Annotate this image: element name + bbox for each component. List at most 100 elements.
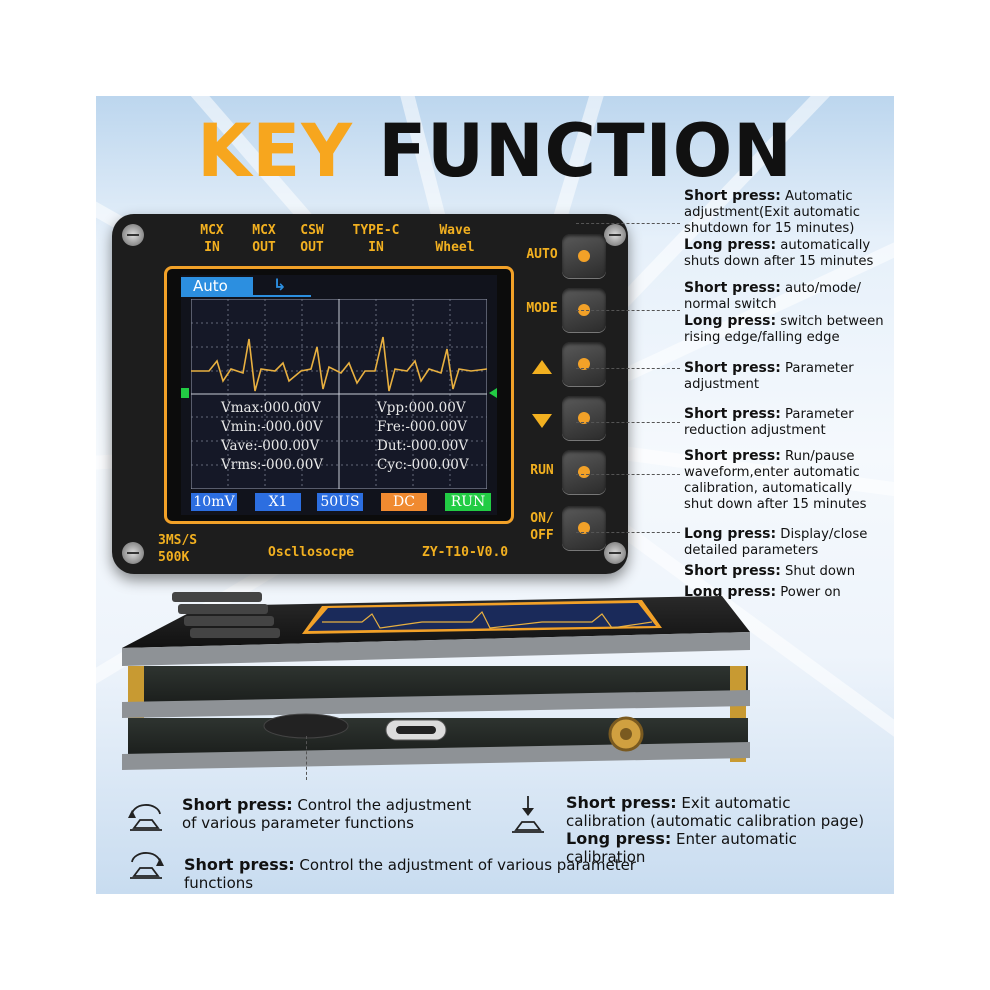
leader-line: [576, 223, 680, 224]
press-desc: Short press: Exit automatic calibration …: [566, 793, 866, 867]
trigger-right-marker: [489, 388, 497, 398]
run-button[interactable]: [562, 450, 606, 494]
measurements-left: Vmax:000.00V Vmin:-000.00V Vave:-000.00V…: [221, 399, 323, 475]
press-down-icon: [512, 796, 544, 833]
desc-run: Short press: Run/pause waveform,enter au…: [684, 448, 884, 513]
meas-cyc: Cyc:-000.00V: [377, 457, 469, 473]
up-arrow-icon: [532, 360, 552, 374]
up-button[interactable]: [562, 342, 606, 386]
meas-vmax: Vmax:000.00V: [221, 400, 321, 416]
desc-text: Automatic adjustment(Exit automatic shut…: [684, 189, 861, 236]
auto-button[interactable]: [562, 234, 606, 278]
auto-label: AUTO: [526, 247, 558, 262]
wheel-left-desc: Short press: Control the adjustment of v…: [182, 795, 482, 833]
meas-dut: Dut:-000.00V: [377, 438, 469, 454]
tab-underline: [181, 295, 311, 297]
lcd-screen: Auto ↳: [164, 266, 514, 524]
desc-line: Short press: Automatic adjustment(Exit a…: [684, 188, 884, 237]
waveform-trace: [191, 336, 487, 392]
desc-key: Short press:: [684, 360, 781, 376]
desc-text: Display/close detailed parameters: [684, 527, 868, 558]
desc-key: Short press:: [184, 855, 295, 874]
desc-line: Long press: Display/close detailed param…: [684, 526, 884, 559]
oscilloscope-side-view: [122, 592, 750, 770]
desc-text: Parameter reduction adjustment: [684, 407, 854, 438]
waveform-grid: [191, 299, 487, 489]
meas-vmin: Vmin:-000.00V: [221, 419, 323, 435]
title-function: FUNCTION: [378, 107, 793, 195]
port-mcx-out: MCX OUT: [244, 222, 284, 256]
screw-icon: [122, 224, 144, 246]
port-mcx-in: MCX IN: [192, 222, 232, 256]
desc-key: Long press:: [684, 584, 777, 600]
desc-key: Short press:: [684, 188, 781, 204]
desc-key: Short press:: [182, 795, 293, 814]
desc-down: Short press: Parameter reduction adjustm…: [684, 406, 884, 439]
port-label: MCX: [252, 223, 276, 238]
oscilloscope-front: MCX IN MCX OUT CSW OUT TYPE-C IN Wave Wh…: [112, 214, 628, 574]
desc-text: Control the adjustment of various parame…: [184, 856, 636, 892]
desc-text: Parameter adjustment: [684, 361, 854, 392]
title-key: KEY: [197, 107, 353, 195]
sample-rate-line: 3MS/S: [158, 533, 198, 548]
measurements-right: Vpp:000.00V Fre:-000.00V Dut:-000.00V Cy…: [377, 399, 469, 475]
desc-line: Short press: Shut down: [684, 563, 884, 580]
chip-run-state: RUN: [445, 493, 491, 511]
leader-line: [576, 368, 680, 369]
port-label: Wave: [439, 223, 471, 238]
desc-line: Long press: switch between rising edge/f…: [684, 313, 884, 346]
desc-key: Long press:: [684, 313, 777, 329]
meas-vpp: Vpp:000.00V: [377, 400, 466, 416]
onoff-label: ON/ OFF: [522, 510, 562, 544]
port-label: MCX: [200, 223, 224, 238]
down-arrow-icon: [532, 414, 552, 428]
trigger-left-marker: [181, 388, 189, 398]
leader-line: [576, 310, 680, 311]
chip-coupling: DC: [381, 493, 427, 511]
port-label: Wheel: [435, 240, 475, 255]
port-type-c: TYPE-C IN: [344, 222, 408, 256]
chip-probe: X1: [255, 493, 301, 511]
mode-indicator: Auto: [181, 277, 253, 295]
desc-text: Run/pause waveform,enter automatic calib…: [684, 449, 867, 512]
port-wave-wheel: Wave Wheel: [428, 222, 482, 256]
desc-text: auto/mode/ normal switch: [684, 281, 861, 312]
rotate-left-icon: [128, 804, 162, 831]
meas-fre: Fre:-000.00V: [377, 419, 467, 435]
meas-vrms: Vrms:-000.00V: [221, 457, 324, 473]
rotate-right-icon: [130, 852, 164, 879]
page-title: KEY FUNCTION: [96, 108, 894, 194]
port-label: CSW: [300, 223, 324, 238]
product-panel: KEY FUNCTION MCX IN MCX OUT CSW OUT TYPE…: [96, 96, 894, 894]
desc-key: Short press:: [684, 448, 781, 464]
desc-mode: Short press: auto/mode/ normal switch Lo…: [684, 280, 884, 346]
desc-key: Short press:: [684, 280, 781, 296]
chip-volts: 10mV: [191, 493, 237, 511]
desc-key: Short press:: [566, 793, 677, 812]
desc-text: Power on: [776, 585, 841, 600]
desc-line: Short press: Exit automatic calibration …: [566, 793, 866, 831]
desc-text: automatically shuts down after 15 minute…: [684, 238, 874, 269]
port-label: IN: [368, 240, 384, 255]
desc-text: Control the adjustment of various parame…: [182, 796, 472, 832]
leader-line: [576, 532, 680, 533]
power-button[interactable]: [562, 506, 606, 550]
sample-rate: 3MS/S 500K: [158, 532, 197, 566]
trigger-edge-icon: ↳: [273, 275, 287, 294]
desc-line: Short press: auto/mode/ normal switch: [684, 280, 884, 313]
down-button[interactable]: [562, 396, 606, 440]
port-csw-out: CSW OUT: [292, 222, 332, 256]
desc-line: Short press: Parameter adjustment: [684, 360, 884, 393]
desc-power: Long press: Display/close detailed param…: [684, 526, 884, 601]
onoff-label-line: ON/: [530, 511, 554, 526]
screw-icon: [122, 542, 144, 564]
screw-icon: [604, 542, 626, 564]
bandwidth-line: 500K: [158, 550, 190, 565]
desc-key: Short press:: [684, 406, 781, 422]
port-label: OUT: [252, 240, 276, 255]
desc-text: switch between rising edge/falling edge: [684, 314, 884, 345]
desc-line: Long press: Enter automatic calibration: [566, 830, 866, 867]
onoff-label-line: OFF: [530, 528, 554, 543]
leader-line: [576, 422, 680, 423]
wheel-right-desc: Short press: Control the adjustment of v…: [184, 855, 704, 893]
